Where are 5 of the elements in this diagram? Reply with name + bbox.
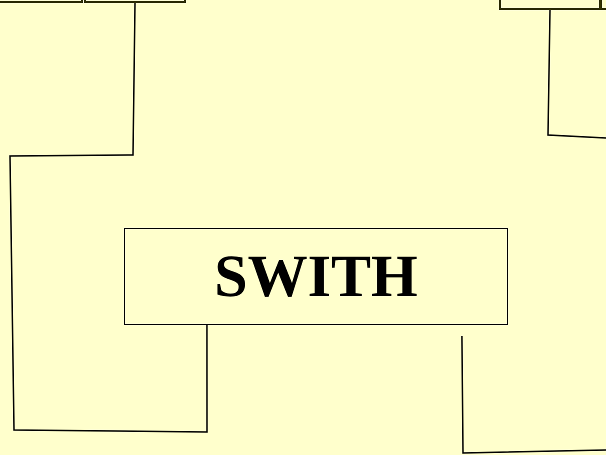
connector-line [547, 10, 606, 139]
connector-line [9, 2, 208, 433]
box-label: SWITH [214, 242, 418, 311]
connector-line [461, 336, 606, 454]
process-box [124, 228, 508, 325]
